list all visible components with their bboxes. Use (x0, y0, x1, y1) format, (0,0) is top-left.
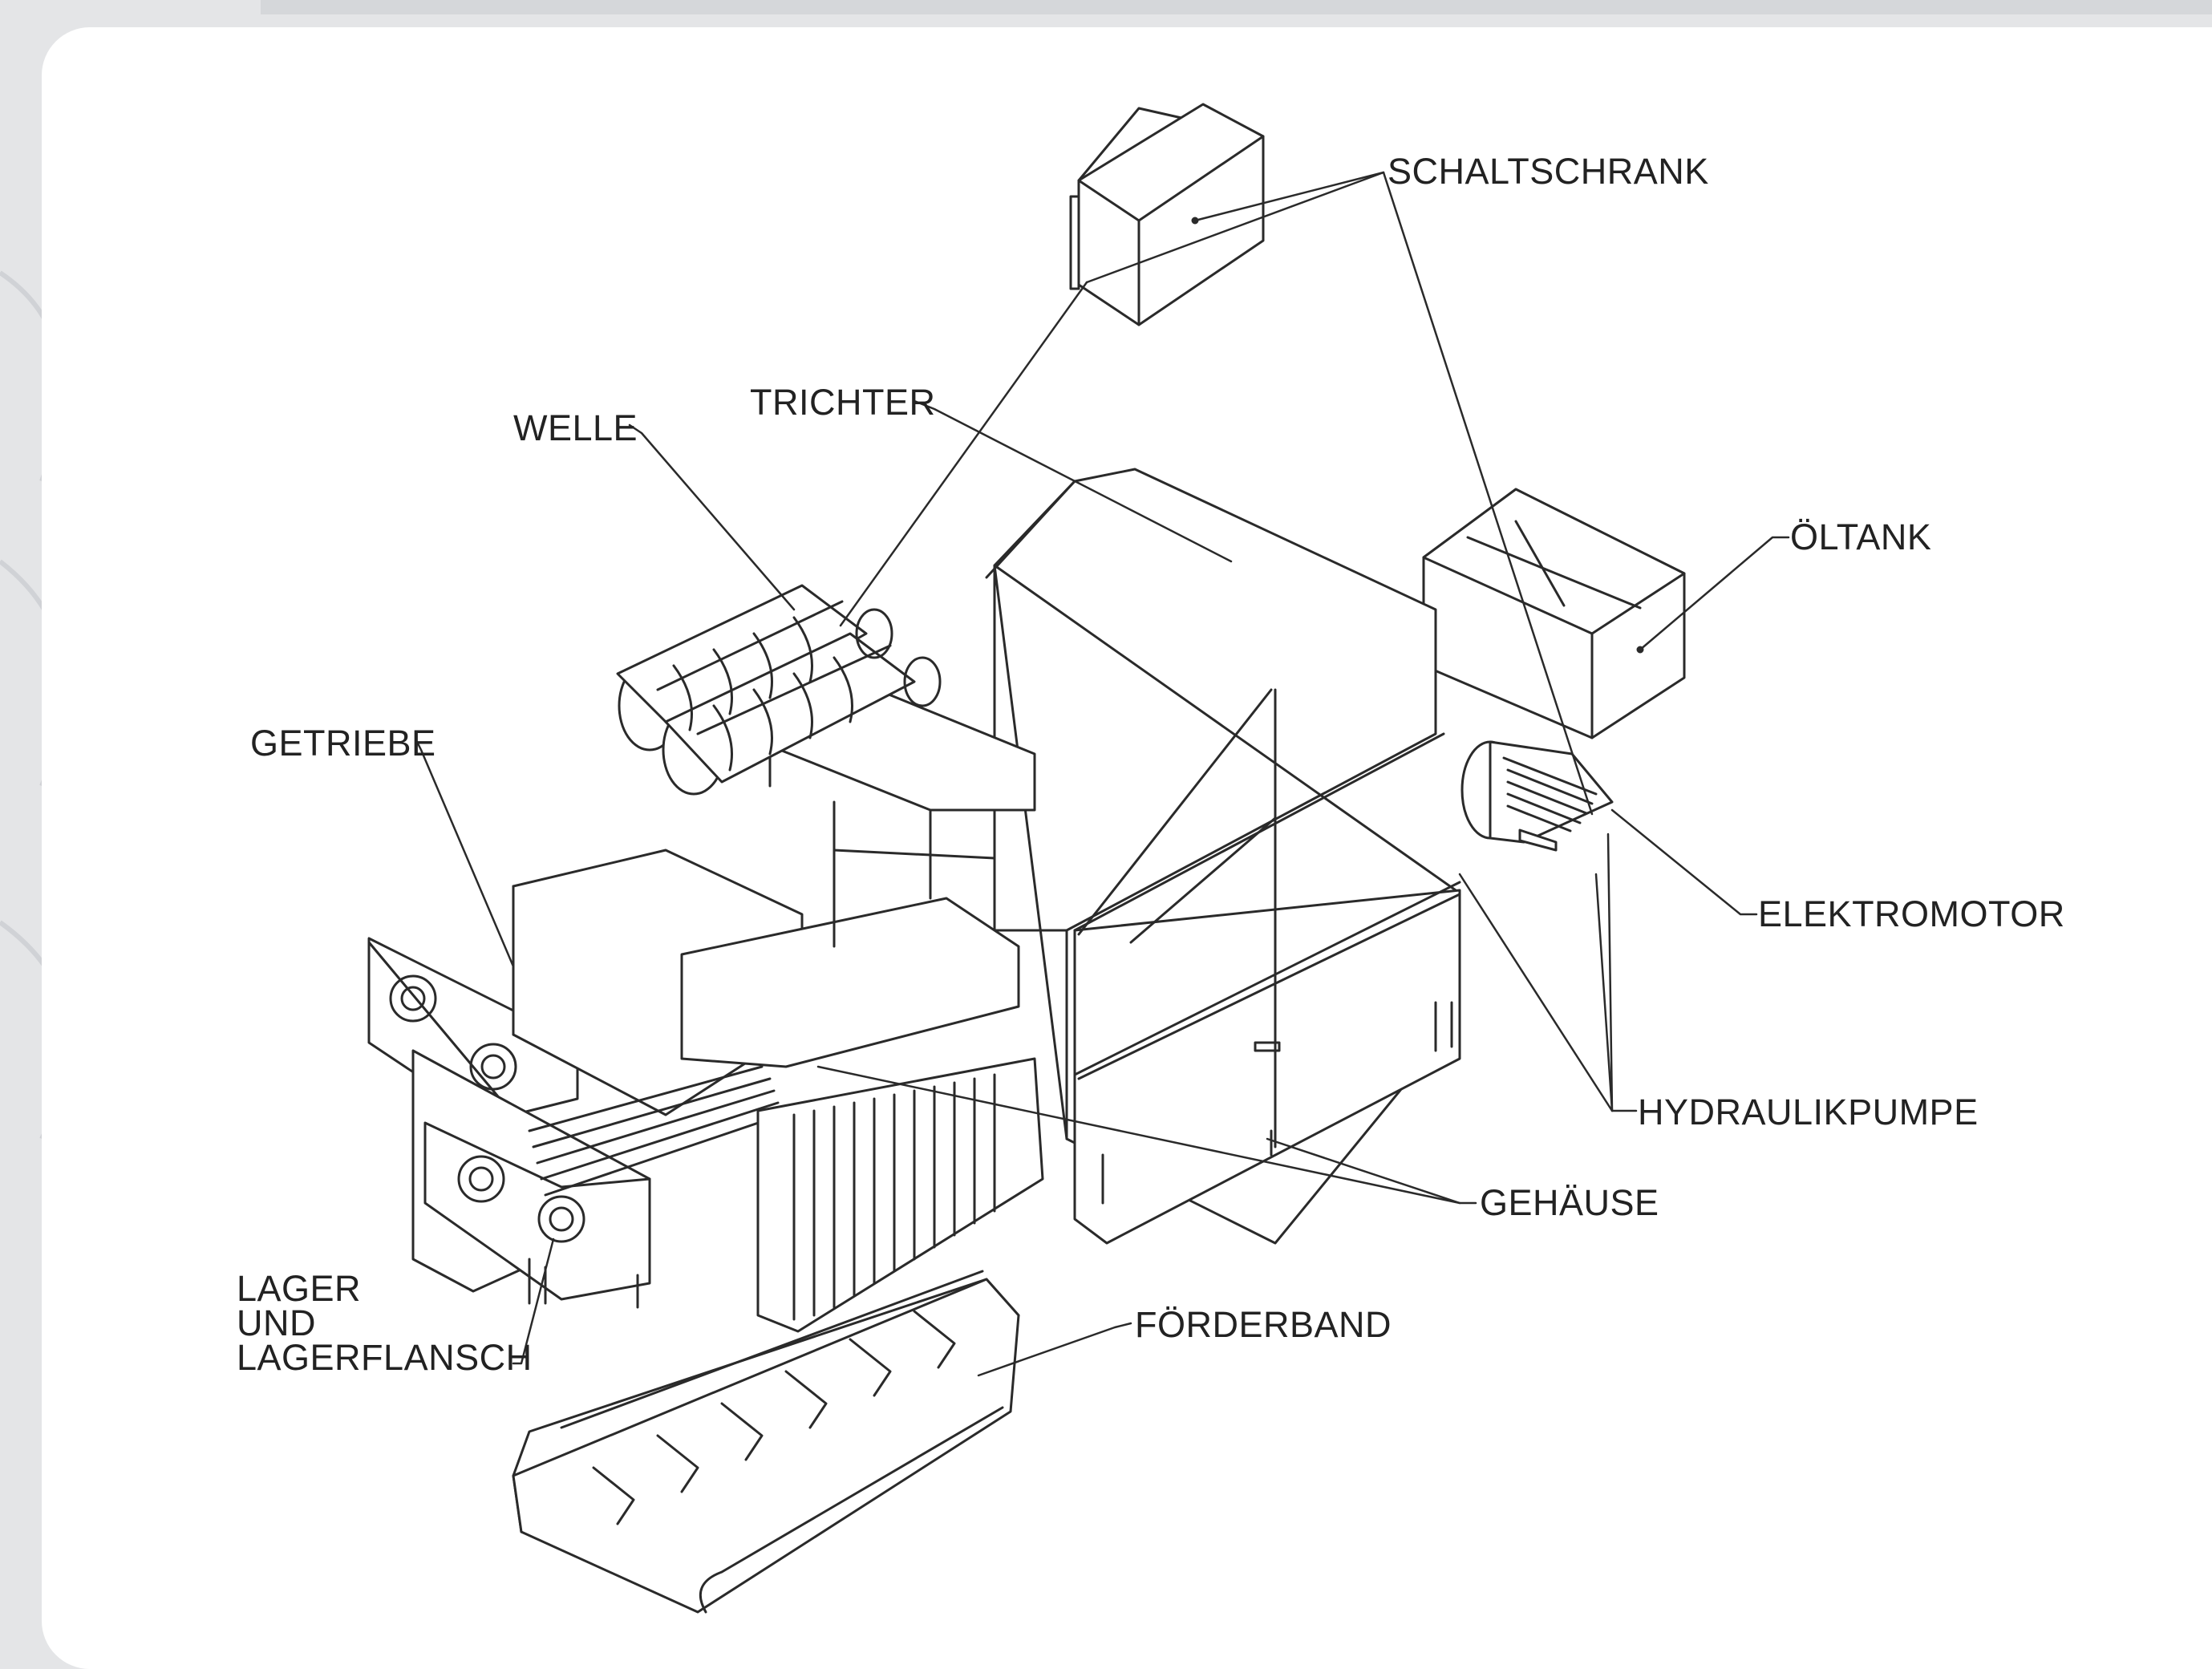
label-schaltschrank: SCHALTSCHRANK (1388, 151, 1709, 192)
shafts (616, 584, 942, 796)
electric-motor (1460, 740, 1614, 852)
label-foerderband: FÖRDERBAND (1135, 1304, 1392, 1345)
leader-lines (415, 171, 1790, 1377)
housing (985, 468, 1461, 1245)
top-bar (261, 0, 2212, 14)
label-lager-line3: LAGERFLANSCH (237, 1337, 533, 1378)
label-oeltank: ÖLTANK (1790, 516, 1932, 557)
conveyor (512, 1270, 1020, 1614)
label-trichter: TRICHTER (750, 382, 936, 423)
label-lager-line2: UND (237, 1302, 316, 1343)
label-gehaeuse: GEHÄUSE (1480, 1182, 1659, 1223)
label-welle: WELLE (513, 407, 638, 448)
label-getriebe: GETRIEBE (250, 723, 436, 764)
control-cabinet (1069, 103, 1265, 326)
oil-tank (1422, 488, 1686, 739)
screen (756, 1057, 1044, 1333)
label-hydraulikpumpe: HYDRAULIKPUMPE (1638, 1092, 1979, 1132)
label-elektromotor: ELEKTROMOTOR (1758, 893, 2065, 934)
machine-frame (411, 800, 1020, 1309)
label-lager-line1: LAGER (237, 1268, 362, 1309)
